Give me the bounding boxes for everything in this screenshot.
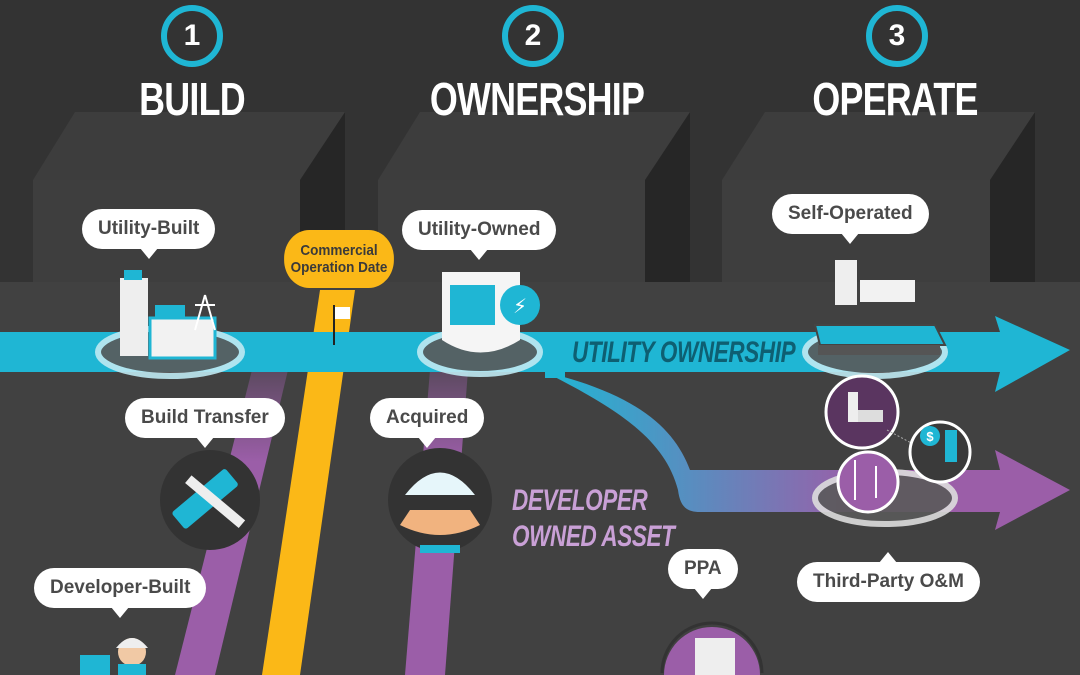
ppa-text: PPA	[684, 558, 722, 579]
commercial-operation-date-line	[262, 290, 355, 675]
step-1-title: BUILD	[139, 73, 246, 125]
svg-text:⚡: ⚡	[513, 294, 527, 318]
developer-worker-icon	[80, 638, 148, 675]
build-transfer-label: Build Transfer	[125, 398, 285, 448]
self-operated-label: Self-Operated	[772, 194, 929, 244]
third-party-om-label: Third-Party O&M	[797, 552, 980, 602]
step-1-badge: 1	[161, 5, 223, 67]
utility-ownership-label: UTILITY OWNERSHIP	[572, 336, 796, 369]
developer-built-label: Developer-Built	[34, 568, 207, 618]
wind-turbine-icon	[836, 450, 900, 514]
utility-owned-label: Utility-Owned	[402, 210, 557, 260]
cod-line-1: Commercial	[300, 242, 378, 259]
commercial-operation-date-marker: Commercial Operation Date	[284, 230, 394, 288]
self-operated-text: Self-Operated	[788, 203, 913, 224]
hydro-plant-icon	[824, 374, 900, 450]
step-2-badge: 2	[502, 5, 564, 67]
step-boxes	[33, 112, 1035, 282]
finance-building-icon: $	[908, 420, 972, 484]
acquired-label: Acquired	[370, 398, 485, 448]
self-operated-plant-icon	[813, 260, 947, 355]
utility-owned-document-icon: ⚡	[442, 272, 540, 353]
developer-owned-line-2: OWNED ASSET	[512, 520, 675, 553]
tools-icon	[160, 450, 260, 550]
flag-icon	[333, 305, 350, 345]
build-transfer-text: Build Transfer	[141, 407, 269, 428]
step-3-title: OPERATE	[812, 73, 978, 125]
utility-built-text: Utility-Built	[98, 218, 200, 239]
parachute-hands-icon	[388, 448, 492, 553]
utility-owned-text: Utility-Owned	[418, 219, 541, 240]
step-3-badge: 3	[866, 5, 928, 67]
svg-text:$: $	[926, 429, 934, 444]
third-party-om-text: Third-Party O&M	[813, 571, 964, 592]
acquired-text: Acquired	[386, 407, 469, 428]
utility-built-plant-icon	[120, 270, 217, 360]
developer-built-text: Developer-Built	[50, 577, 191, 598]
cod-line-2: Operation Date	[290, 259, 388, 276]
developer-owned-line-1: DEVELOPER	[512, 484, 648, 517]
ppa-contract-icon	[660, 621, 764, 675]
ppa-label: PPA	[668, 549, 738, 599]
developer-owned-asset-label: DEVELOPER OWNED ASSET	[512, 483, 675, 555]
utility-built-label: Utility-Built	[82, 209, 216, 259]
step-2-title: OWNERSHIP	[429, 73, 645, 125]
